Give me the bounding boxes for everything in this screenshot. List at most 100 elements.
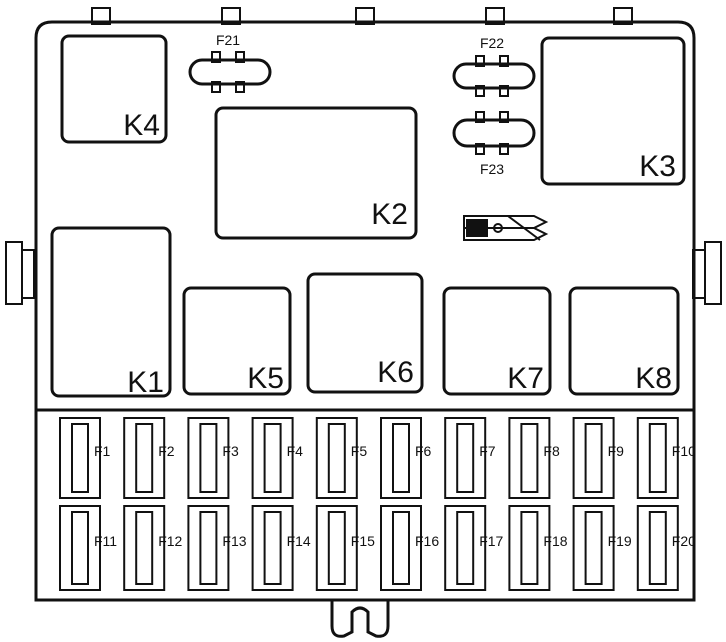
fuse-blade — [648, 423, 667, 493]
mini-fuse-label: F22 — [480, 35, 504, 51]
bottom-fuse-f13: F13 — [187, 505, 247, 591]
bottom-latch — [330, 600, 390, 638]
relay-k8: K8 — [568, 286, 680, 396]
fuse-box-housing — [34, 20, 696, 602]
fuse-label: F15 — [351, 533, 375, 549]
fuse-slot — [508, 505, 551, 591]
side-clip-left — [5, 241, 35, 305]
fuse-blade — [392, 423, 410, 493]
fuse-label: F20 — [672, 533, 696, 549]
mini-fuse-label: F21 — [216, 32, 240, 48]
top-fuse-f5: F5 — [315, 417, 368, 499]
bottom-fuse-f14: F14 — [251, 505, 311, 591]
fuse-label: F17 — [479, 533, 503, 549]
fuse-slot — [123, 505, 166, 591]
mounting-tab — [355, 7, 375, 25]
fuse-label: F13 — [222, 533, 246, 549]
fuse-label: F6 — [415, 443, 432, 459]
fuse-blade — [520, 511, 539, 585]
mounting-tab — [221, 7, 241, 25]
fuse-slot — [444, 505, 487, 591]
top-fuse-f10: F10 — [636, 417, 696, 499]
fuse-slot — [636, 505, 679, 591]
relay-label: K3 — [639, 150, 676, 183]
relay-k6: K6 — [306, 272, 424, 394]
bottom-fuse-f17: F17 — [444, 505, 504, 591]
fuse-blade — [199, 423, 218, 493]
fuse-puller-icon — [463, 215, 549, 241]
mounting-tab — [485, 7, 505, 25]
fuse-label: F8 — [543, 443, 560, 459]
relay-k4: K4 — [60, 34, 168, 144]
side-clip-right — [692, 241, 722, 305]
top-fuse-f1: F1 — [59, 417, 111, 499]
fuse-blade — [71, 511, 89, 585]
relay-label: K8 — [635, 362, 672, 395]
fuse-blade — [648, 511, 667, 585]
mounting-tab — [613, 7, 633, 25]
top-fuse-f2: F2 — [123, 417, 175, 499]
relay-k2: K2 — [214, 106, 418, 240]
fuse-label: F10 — [672, 443, 696, 459]
fuse-label: F11 — [94, 533, 117, 549]
fuse-blade — [456, 423, 475, 493]
bottom-fuse-f18: F18 — [508, 505, 568, 591]
relay-label: K7 — [507, 362, 544, 395]
fuse-blade — [392, 511, 410, 585]
relay-label: K5 — [247, 362, 284, 395]
fuse-slot — [444, 417, 487, 499]
fuse-label: F19 — [608, 533, 632, 549]
fuse-blade — [520, 423, 539, 493]
fuse-blade — [71, 423, 89, 493]
relay-k3: K3 — [540, 36, 686, 186]
bottom-fuse-f11: F11 — [59, 505, 117, 591]
fuse-label: F18 — [543, 533, 567, 549]
fuse-label: F5 — [351, 443, 368, 459]
relay-label: K6 — [377, 356, 414, 389]
fuse-label: F16 — [415, 533, 439, 549]
fuse-label: F7 — [479, 443, 496, 459]
fuse-blade — [135, 511, 154, 585]
mini-fuse-f23: F23 — [452, 111, 536, 177]
mounting-tab — [91, 7, 111, 25]
fuse-blade — [456, 511, 475, 585]
fuse-blade — [327, 423, 346, 493]
fuse-slot — [59, 505, 101, 591]
top-fuse-f6: F6 — [380, 417, 432, 499]
fuse-label: F9 — [608, 443, 625, 459]
top-tabs — [91, 7, 633, 25]
fuse-label: F1 — [94, 443, 111, 459]
top-fuse-f7: F7 — [444, 417, 496, 499]
fuse-label: F3 — [222, 443, 239, 459]
fuse-blade — [584, 423, 603, 493]
fuse-slot — [572, 417, 615, 499]
top-fuse-f8: F8 — [508, 417, 560, 499]
mini-fuse-label: F23 — [480, 161, 504, 177]
fuse-slot — [315, 505, 358, 591]
bottom-fuse-f15: F15 — [315, 505, 375, 591]
relay-label: K2 — [371, 198, 408, 231]
fuse-blade — [584, 511, 603, 585]
relay-label: K1 — [127, 366, 164, 399]
fuse-blade — [135, 423, 154, 493]
bottom-fuse-f19: F19 — [572, 505, 632, 591]
fuse-slot — [636, 417, 679, 499]
fuse-blade — [199, 511, 218, 585]
mini-fuse-f22: F22 — [452, 35, 536, 97]
fuse-slot — [380, 417, 422, 499]
bottom-fuse-f20: F20 — [636, 505, 696, 591]
bottom-fuse-f12: F12 — [123, 505, 183, 591]
relay-label: K4 — [123, 109, 160, 142]
top-fuse-f4: F4 — [251, 417, 303, 499]
fuse-blade — [263, 423, 282, 493]
fuse-slot — [123, 417, 166, 499]
fuse-slot — [251, 417, 294, 499]
fuse-slot — [508, 417, 551, 499]
fuse-label: F12 — [158, 533, 182, 549]
fuse-slot — [59, 417, 101, 499]
top-fuse-f9: F9 — [572, 417, 625, 499]
fuse-blade — [327, 511, 346, 585]
top-fuse-f3: F3 — [187, 417, 239, 499]
